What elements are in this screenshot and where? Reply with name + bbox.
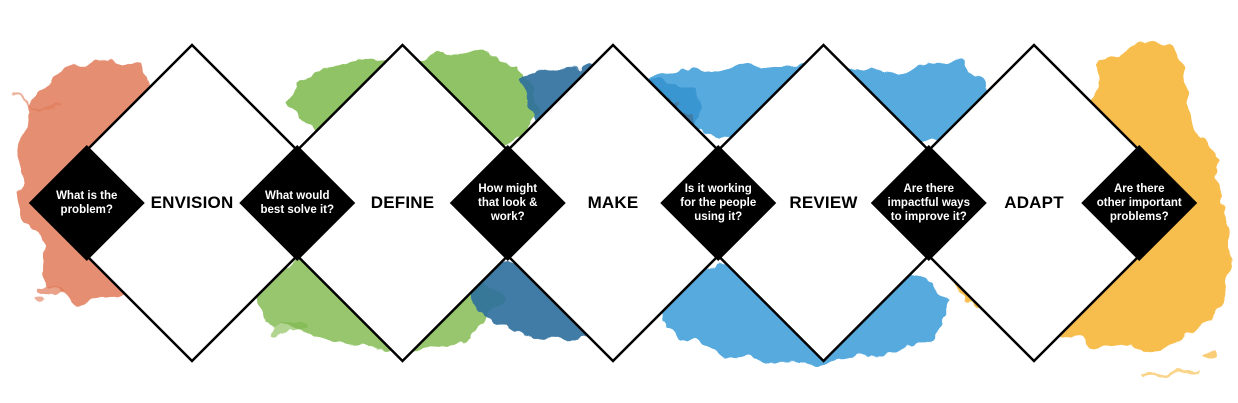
question-line: other important <box>1089 196 1189 210</box>
question-line: work? <box>458 210 558 224</box>
question-line: impactful ways <box>879 196 979 210</box>
question-line: Are there <box>879 182 979 196</box>
stage-label-review: REVIEW <box>769 193 879 213</box>
question-line: Are there <box>1089 182 1189 196</box>
stage-label-adapt: ADAPT <box>979 193 1089 213</box>
question-line: that look & <box>458 196 558 210</box>
stage-label-envision: ENVISION <box>137 193 247 213</box>
question-line: best solve it? <box>247 203 347 217</box>
question-line: What is the <box>37 189 137 203</box>
question-line: How might <box>458 182 558 196</box>
question-line: problem? <box>37 203 137 217</box>
question-line: for the people <box>668 196 768 210</box>
stage-label-make: MAKE <box>558 193 668 213</box>
question-line: Is it working <box>668 182 768 196</box>
question-line: What would <box>247 189 347 203</box>
stage-label-define: DEFINE <box>348 193 458 213</box>
question-line: using it? <box>668 210 768 224</box>
question-line: problems? <box>1089 210 1189 224</box>
question-line: to improve it? <box>879 210 979 224</box>
